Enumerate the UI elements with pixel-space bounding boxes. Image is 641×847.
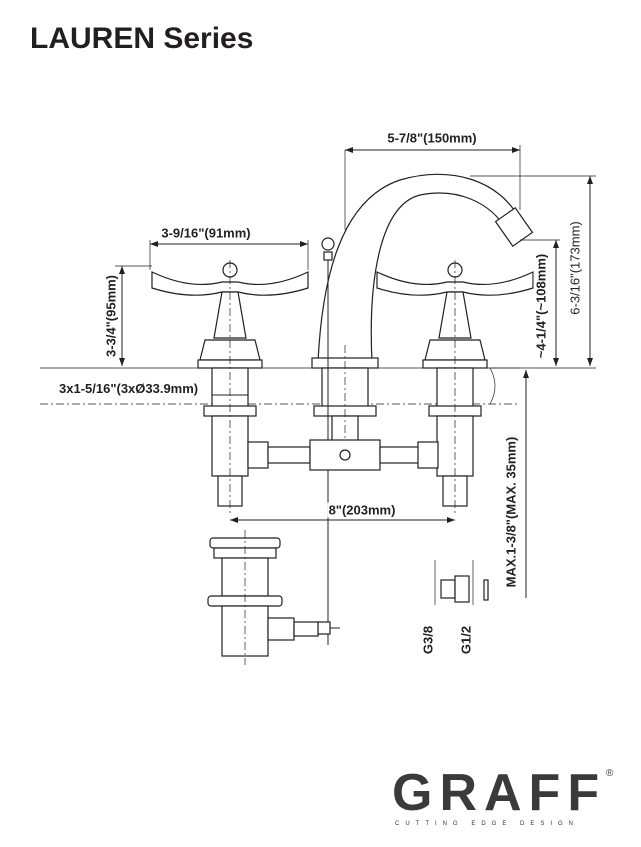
- handle-height-label: 3-3/4"(95mm): [103, 273, 119, 359]
- thread-inlet-label: G3/8: [420, 624, 436, 656]
- thread-outlet-label: G1/2: [458, 624, 474, 656]
- logo-tagline: CUTTING EDGE DESIGN: [395, 821, 580, 827]
- hole-diameter-label: 3x1-5/16"(3xØ33.9mm): [58, 381, 200, 396]
- spout-height-label: 6-3/16"(173mm): [567, 220, 583, 316]
- handle-width-label: 3-9/16"(91mm): [160, 225, 252, 241]
- spout-reach-label: 5-7/8"(150mm): [386, 130, 478, 146]
- dimension-lines: [115, 145, 596, 598]
- left-handle: [151, 260, 309, 515]
- center-spread-label: 8"(203mm): [327, 502, 397, 518]
- drain-assembly: [207, 530, 319, 665]
- thread-fitting: [434, 560, 489, 605]
- max-deck-thickness-label: MAX.1-3/8"(MAX. 35mm): [503, 435, 519, 589]
- connector-hoses: [247, 439, 439, 471]
- right-handle: [376, 260, 534, 515]
- logo-wordmark: GRAFF: [392, 764, 607, 822]
- page-title: LAUREN Series: [30, 22, 254, 55]
- registered-mark: ®: [606, 768, 614, 779]
- spout-outlet-height-label: ~4-1/4"(~108mm): [533, 252, 549, 360]
